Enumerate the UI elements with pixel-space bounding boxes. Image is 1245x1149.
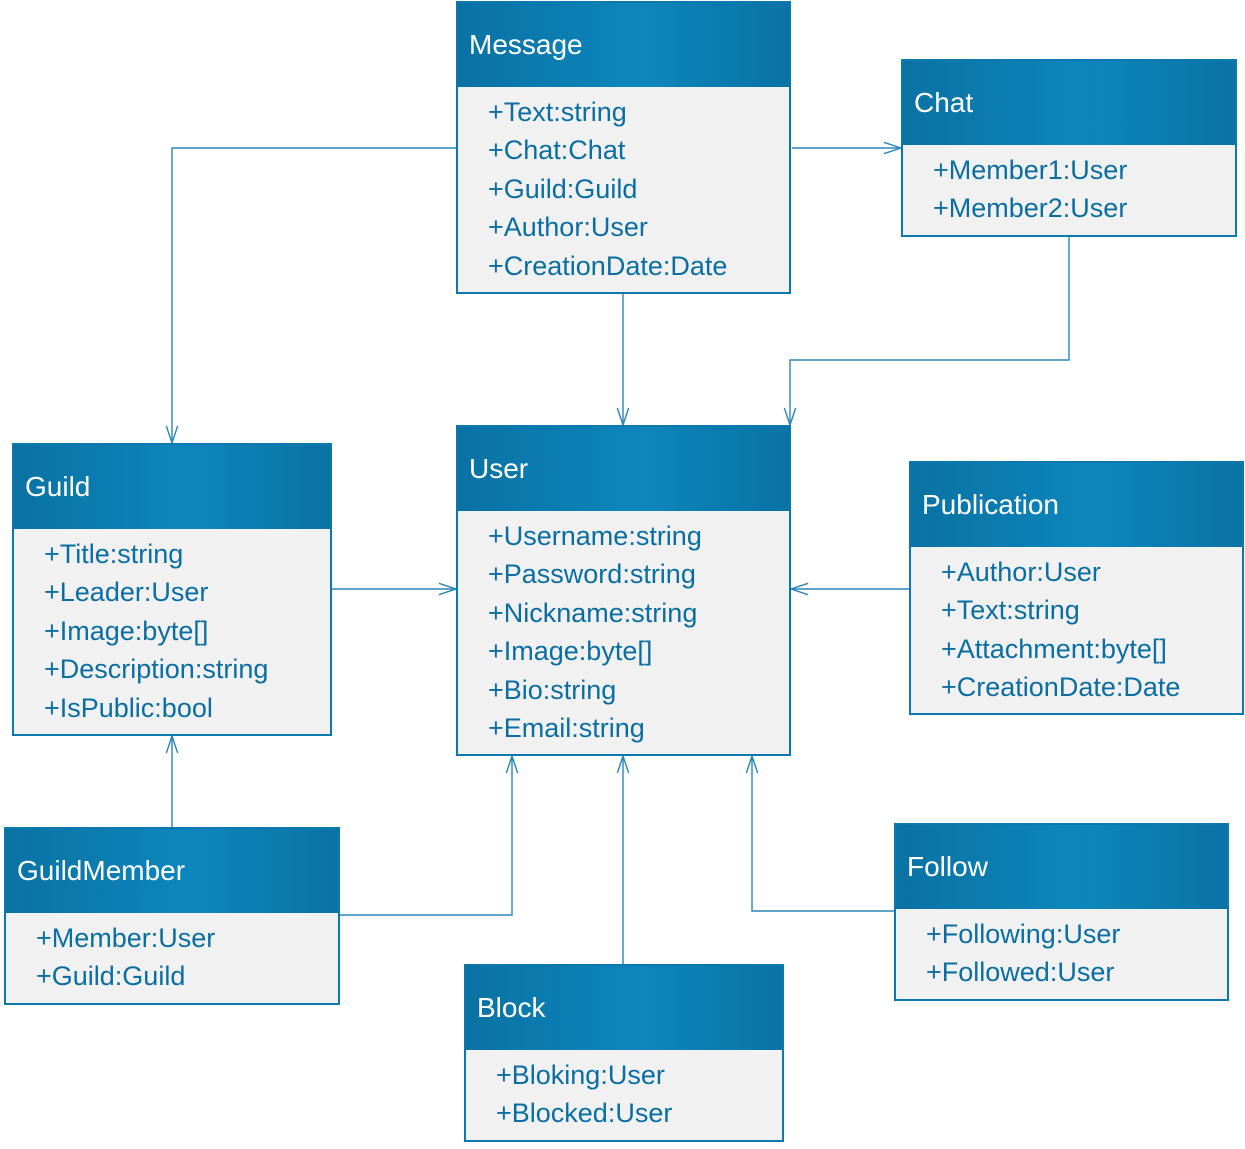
class-guild-attributes: +Title:string +Leader:User +Image:byte[]… — [14, 529, 330, 727]
attribute: +Bloking:User — [496, 1060, 665, 1090]
arrowhead-icon — [788, 582, 809, 596]
arrowhead-icon — [616, 753, 630, 774]
class-publication-name: Publication — [911, 463, 1242, 547]
attribute: +Chat:Chat — [488, 135, 626, 166]
class-guildmember[interactable]: GuildMember +Member:User +Guild:Guild — [4, 827, 340, 1005]
class-chat-attributes: +Member1:User +Member2:User — [903, 145, 1235, 228]
class-guildmember-attributes: +Member:User +Guild:Guild — [6, 913, 338, 996]
association-guildmember-to-user — [340, 756, 513, 916]
arrowhead-icon — [165, 733, 179, 754]
arrowhead-icon — [505, 753, 519, 774]
attribute: +Member2:User — [933, 193, 1128, 224]
class-chat-name: Chat — [903, 61, 1235, 145]
attribute: +Description:string — [44, 654, 269, 685]
class-message-name: Message — [458, 3, 789, 87]
class-user-name: User — [458, 427, 789, 511]
attribute: +Username:string — [488, 521, 702, 551]
class-block-attributes: +Bloking:User +Blocked:User — [466, 1050, 782, 1133]
association-message-to-guild — [171, 147, 456, 443]
class-chat[interactable]: Chat +Member1:User +Member2:User — [901, 59, 1237, 237]
attribute: +Author:User — [488, 212, 648, 243]
attribute: +Blocked:User — [496, 1098, 673, 1129]
attribute: +Followed:User — [926, 957, 1115, 988]
attribute: +Guild:Guild — [36, 961, 186, 992]
attribute: +Attachment:byte[] — [941, 633, 1167, 664]
class-block-name: Block — [466, 966, 782, 1050]
class-guild-name: Guild — [14, 445, 330, 529]
attribute: +Email:string — [488, 712, 645, 743]
attribute: +Member:User — [36, 923, 216, 953]
attribute: +Member1:User — [933, 155, 1128, 185]
class-guildmember-name: GuildMember — [6, 829, 338, 913]
class-follow-attributes: +Following:User +Followed:User — [896, 909, 1227, 992]
class-guild[interactable]: Guild +Title:string +Leader:User +Image:… — [12, 443, 332, 736]
association-chat-to-user — [789, 237, 1070, 425]
attribute: +Bio:string — [488, 674, 617, 705]
attribute: +Text:string — [941, 595, 1080, 626]
association-follow-to-user — [751, 756, 894, 912]
attribute: +Author:User — [941, 557, 1101, 587]
class-message-attributes: +Text:string +Chat:Chat +Guild:Guild +Au… — [458, 87, 789, 285]
attribute: +IsPublic:bool — [44, 692, 213, 723]
attribute: +CreationDate:Date — [941, 672, 1181, 703]
class-publication[interactable]: Publication +Author:User +Text:string +A… — [909, 461, 1244, 715]
attribute: +Nickname:string — [488, 597, 698, 628]
class-follow[interactable]: Follow +Following:User +Followed:User — [894, 823, 1229, 1001]
attribute: +Following:User — [926, 919, 1121, 949]
attribute: +Image:byte[] — [488, 636, 653, 667]
attribute: +Leader:User — [44, 577, 209, 608]
class-message[interactable]: Message +Text:string +Chat:Chat +Guild:G… — [456, 1, 791, 294]
class-block[interactable]: Block +Bloking:User +Blocked:User — [464, 964, 784, 1142]
attribute: +Password:string — [488, 559, 696, 590]
attribute: +Text:string — [488, 97, 627, 127]
class-user[interactable]: User +Username:string +Password:string +… — [456, 425, 791, 756]
class-user-attributes: +Username:string +Password:string +Nickn… — [458, 511, 789, 747]
class-publication-attributes: +Author:User +Text:string +Attachment:by… — [911, 547, 1242, 707]
attribute: +Title:string — [44, 539, 184, 569]
attribute: +Guild:Guild — [488, 173, 638, 204]
attribute: +Image:byte[] — [44, 615, 209, 646]
attribute: +CreationDate:Date — [488, 250, 728, 281]
class-follow-name: Follow — [896, 825, 1227, 909]
arrowhead-icon — [745, 753, 759, 774]
